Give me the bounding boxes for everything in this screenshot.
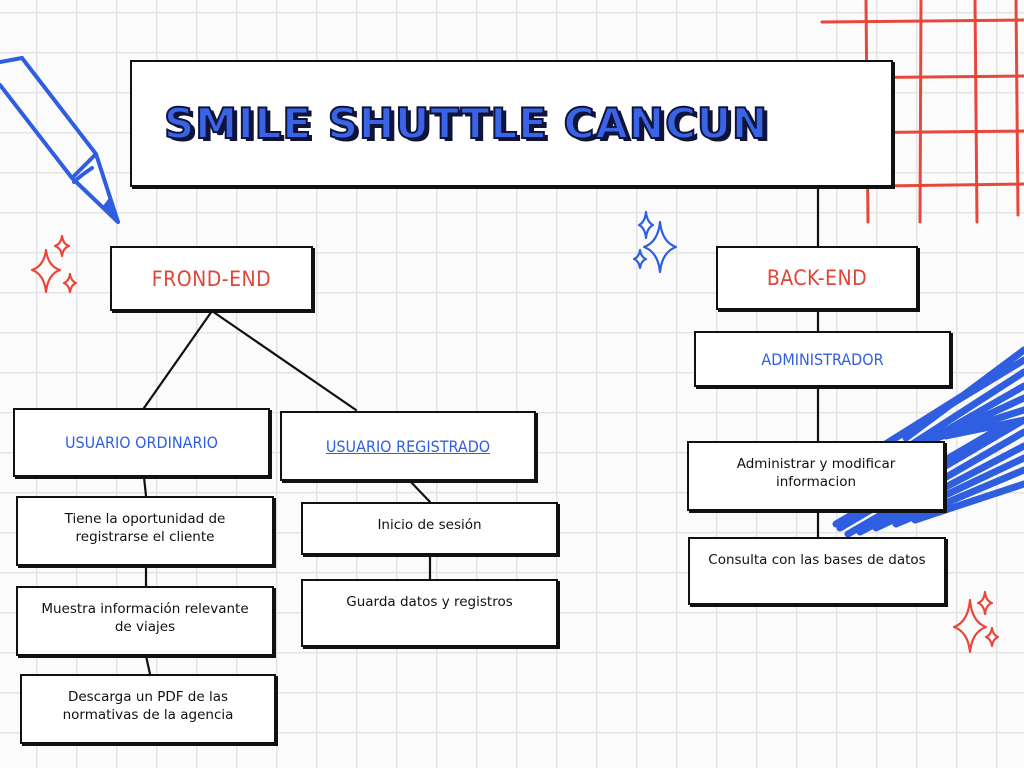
registrado-item-node: Inicio de sesión [301,502,558,555]
red-sparkle-icon [952,590,1000,654]
registrado-item-text: Guarda datos y registros [346,594,513,610]
ordinario-item-node: Descarga un PDF de las normativas de la … [20,674,276,744]
connector [210,309,358,412]
title-box: SMILE SHUTTLE CANCUN [130,60,893,187]
admin-item-text: Administrar y modificar informacion [736,456,896,490]
admin-item-node: Consulta con las bases de datos [688,537,946,605]
pencil-icon [0,56,120,224]
administrador-node: ADMINISTRADOR [694,331,951,387]
admin-item-node: Administrar y modificar informacion [687,441,945,511]
backend-label: BACK-END [766,266,868,290]
registrado-item-node: Guarda datos y registros [301,579,558,647]
usuario-ordinario-label: USUARIO ORDINARIO [64,433,219,452]
frontend-label: FROND-END [151,266,272,291]
connector [144,654,152,676]
ordinario-item-node: Muestra información relevante de viajes [16,586,274,656]
connector [408,479,432,504]
ordinario-item-text: Descarga un PDF de las normativas de la … [62,689,234,723]
ordinario-item-node: Tiene la oportunidad de registrarse el c… [16,496,274,566]
frontend-node: FROND-END [110,246,313,311]
usuario-registrado-node[interactable]: USUARIO REGISTRADO [280,411,536,481]
registrado-item-text: Inicio de sesión [377,517,482,533]
ordinario-item-text: Muestra información relevante de viajes [41,601,249,635]
blue-sparkle-icon [632,210,678,274]
backend-node: BACK-END [716,246,918,310]
connector [142,309,214,410]
page-title: SMILE SHUTTLE CANCUN [163,98,769,149]
red-sparkle-icon [30,234,78,294]
usuario-registrado-link[interactable]: USUARIO REGISTRADO [325,436,491,456]
usuario-ordinario-node: USUARIO ORDINARIO [13,408,270,477]
ordinario-item-text: Tiene la oportunidad de registrarse el c… [64,511,226,545]
admin-item-text: Consulta con las bases de datos [708,552,926,568]
connector [142,475,148,498]
administrador-label: ADMINISTRADOR [761,349,884,369]
